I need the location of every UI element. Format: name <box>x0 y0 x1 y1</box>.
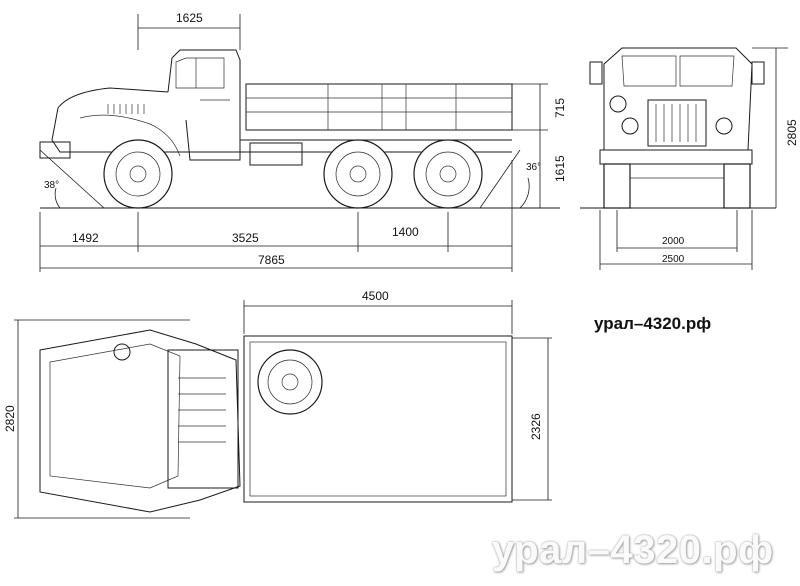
fuel-tank <box>249 142 303 166</box>
front-cab-outline <box>603 47 753 151</box>
dim-frame-height: 1615 <box>553 155 567 182</box>
hood-outline <box>51 87 169 153</box>
dim-wheelbase: 3525 <box>232 231 259 245</box>
spare-wheel <box>257 349 323 415</box>
left-headlight <box>609 95 627 113</box>
dim-front-width: 2500 <box>662 254 685 265</box>
grille-vents <box>107 104 145 114</box>
right-headlight <box>715 117 733 135</box>
middle-wheel <box>323 139 393 209</box>
dim-front-height: 2805 <box>785 119 799 146</box>
angle-rear: 36° <box>526 162 541 173</box>
dim-track: 2000 <box>662 236 685 247</box>
rear-wheel <box>413 139 483 209</box>
cab-outline <box>167 49 241 161</box>
dim-cab: 1625 <box>176 11 203 25</box>
angle-front: 38° <box>44 180 59 191</box>
cargo-body <box>245 83 513 131</box>
front-bumper-front <box>599 149 753 165</box>
site-label: урал–4320.рф <box>594 314 712 333</box>
front-view: 2805 2000 2500 <box>580 47 799 270</box>
dim-bogie: 1400 <box>392 225 419 239</box>
dim-body-height: 715 <box>553 98 567 118</box>
roof-vents <box>178 377 226 443</box>
dim-top-width: 2820 <box>3 405 17 432</box>
grille <box>647 99 707 147</box>
right-mirror <box>751 61 765 85</box>
dim-body-length: 4500 <box>362 289 389 303</box>
side-view: 1625 1492 3525 1400 7865 715 1615 38° 36… <box>39 11 567 272</box>
top-cab-roof <box>167 349 239 489</box>
watermark: урал–4320.рф <box>492 528 774 572</box>
dim-total-length: 7865 <box>258 253 285 267</box>
dim-body-width: 2326 <box>529 413 543 440</box>
left-mirror <box>589 61 603 85</box>
dim-front-overhang: 1492 <box>72 231 99 245</box>
top-cab-outline <box>39 329 241 513</box>
front-wheel <box>103 139 173 209</box>
top-view: 4500 2820 2326 <box>3 289 552 519</box>
top-cargo-body <box>243 335 513 503</box>
